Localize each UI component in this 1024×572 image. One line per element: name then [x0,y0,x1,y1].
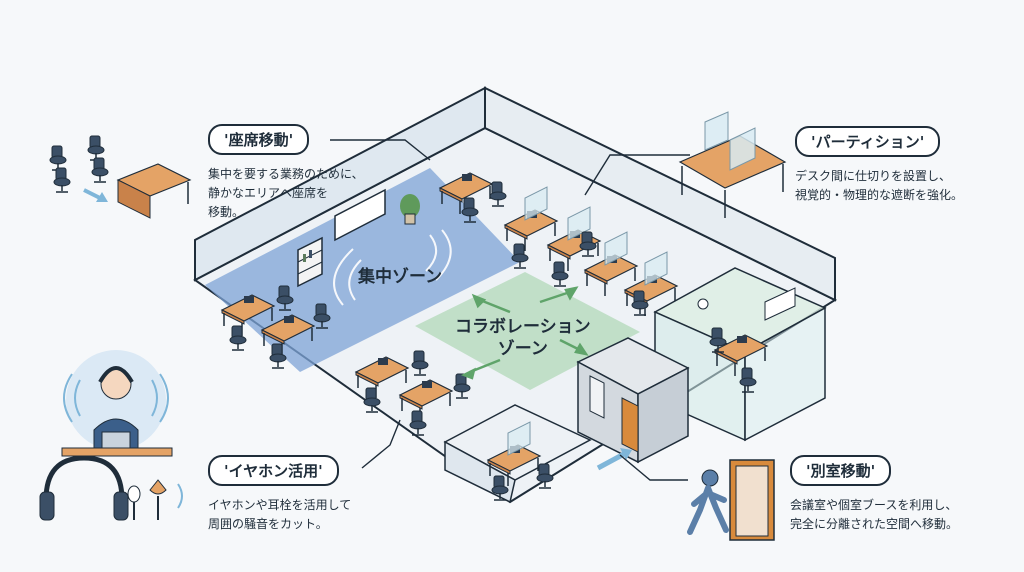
partition-desc-line2: 視覚的・物理的な遮断を強化。 [795,188,964,202]
bookshelf [297,236,323,288]
room-move-description: 会議室や個室ブースを利用し、 完全に分離された空間へ移動。 [790,496,958,534]
earphone-description: イヤホンや耳栓を活用して 周囲の騒音をカット。 [208,496,351,534]
collaboration-zone-label-line2: ゾーン [497,339,548,359]
collaboration-zone-label: コラボレーション ゾーン [455,316,591,360]
collaboration-arrows-icon [460,286,589,380]
seat-move-callout: '座席移動' 集中を要する業務のために、 静かなエリアへ座席を 移動。 [208,124,364,222]
seat-move-desc-line2: 静かなエリアへ座席を [208,186,329,200]
partition-illustration [678,111,787,218]
room-move-desc-line2: 完全に分離された空間へ移動。 [790,517,959,531]
earphone-desc-line1: イヤホンや耳栓を活用して [208,498,352,512]
callout-leader-lines [330,139,690,481]
lower-room [443,404,592,504]
room-move-illustration [687,459,775,541]
room-move-desc-line1: 会議室や個室ブースを利用し、 [790,498,958,512]
seat-move-title: '座席移動' [208,124,310,155]
earphone-title: 'イヤホン活用' [208,455,339,486]
room-move-callout: '別室移動' 会議室や個室ブースを利用し、 完全に分離された空間へ移動。 [790,455,958,534]
seat-move-desc-line3: 移動。 [208,205,245,219]
earphone-callout: 'イヤホン活用' イヤホンや耳栓を活用して 周囲の騒音をカット。 [208,455,351,534]
seat-move-desc-line1: 集中を要する業務のために、 [208,167,364,181]
earphone-illustration [39,350,183,521]
seat-move-description: 集中を要する業務のために、 静かなエリアへ座席を 移動。 [208,165,364,222]
partition-desc-line1: デスク間に仕切りを設置し、 [795,169,952,183]
collaboration-zone-label-line1: コラボレーション [455,317,591,337]
whiteboard [334,188,386,242]
partition-callout: 'パーティション' デスク間に仕切りを設置し、 視覚的・物理的な遮断を強化。 [795,126,963,205]
office-back-wall-right [484,86,836,302]
partition-title: 'パーティション' [795,126,941,157]
quiet-sound-wave-icon [333,229,452,306]
move-to-room-arrow-icon [596,448,632,471]
room-move-title: '別室移動' [790,455,892,486]
private-booth [576,337,690,464]
focus-zone-label: 集中ゾーン [358,267,443,287]
partition-description: デスク間に仕切りを設置し、 視覚的・物理的な遮断を強化。 [795,167,963,205]
earphone-desc-line2: 周囲の騒音をカット。 [208,517,328,531]
potted-plant [400,194,420,225]
seat-move-illustration [49,135,192,219]
